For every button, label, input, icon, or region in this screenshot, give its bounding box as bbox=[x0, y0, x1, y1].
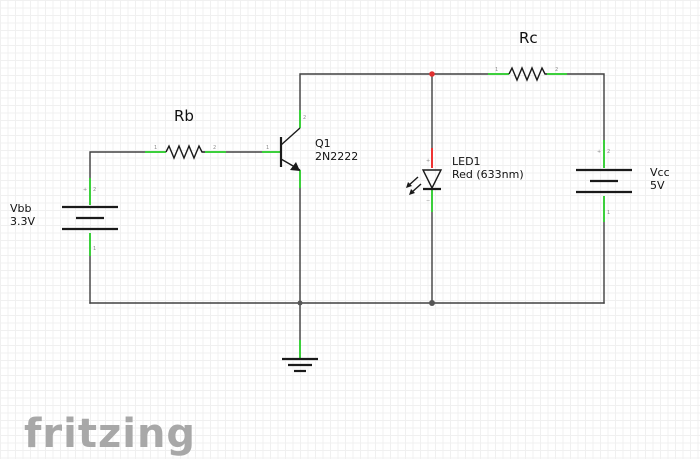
vcc-value-label: 5V bbox=[650, 179, 665, 192]
led1-part-label: Red (633nm) bbox=[452, 168, 524, 181]
fritzing-logo: fritzing bbox=[24, 411, 196, 457]
wire-collector-to-top-rail[interactable] bbox=[299, 73, 489, 111]
emitter-arrow-icon bbox=[290, 162, 300, 171]
junction-top-rail bbox=[429, 71, 435, 77]
rb-pin-1-number: 1 bbox=[154, 145, 157, 151]
resistor-rb[interactable]: 1 2 Rb bbox=[145, 107, 226, 160]
vbb-label: Vbb bbox=[10, 202, 32, 215]
junction-bottom-rail-led bbox=[429, 300, 435, 306]
resistor-rc[interactable]: 1 2 Rc bbox=[488, 29, 567, 82]
vcc-pin-1-number: 1 bbox=[607, 210, 610, 216]
q1-label: Q1 bbox=[315, 137, 331, 150]
light-emission-arrows-icon bbox=[406, 176, 422, 195]
transistor-q1[interactable]: 2 1 Q1 2N2222 bbox=[262, 110, 358, 188]
ground-symbol[interactable] bbox=[282, 340, 318, 373]
rb-label: Rb bbox=[174, 107, 194, 125]
vbb-plus-marker: + bbox=[83, 187, 87, 193]
wires bbox=[89, 73, 605, 341]
wire-rc-to-vcc[interactable] bbox=[566, 73, 605, 141]
rc-pin-1-number: 1 bbox=[495, 67, 498, 73]
vbb-pin-2-number: 2 bbox=[93, 187, 96, 193]
rb-pin-2-number: 2 bbox=[213, 145, 216, 151]
vbb-pin-1-number: 1 bbox=[93, 246, 96, 252]
battery-vcc[interactable]: + 2 1 Vcc 5V bbox=[576, 140, 670, 222]
vcc-pin-2-number: 2 bbox=[607, 149, 610, 155]
q1-base-pin-number: 1 bbox=[266, 145, 269, 151]
led-anode-marker: + bbox=[426, 158, 430, 164]
junction-bottom-rail-emitter bbox=[297, 300, 303, 306]
q1-part-label: 2N2222 bbox=[315, 150, 358, 163]
battery-vbb[interactable]: + 2 1 Vbb 3.3V bbox=[10, 178, 118, 256]
led1-label: LED1 bbox=[452, 155, 481, 168]
rc-pin-2-number: 2 bbox=[555, 67, 558, 73]
vcc-plus-marker: + bbox=[597, 149, 601, 155]
wire-vbb-to-rb[interactable] bbox=[89, 151, 146, 179]
led-led1[interactable]: + − LED1 Red (633nm) bbox=[406, 148, 524, 212]
rc-label: Rc bbox=[519, 29, 538, 47]
q1-collector-pin-number: 2 bbox=[303, 115, 306, 121]
vbb-value-label: 3.3V bbox=[10, 215, 35, 228]
vcc-label: Vcc bbox=[650, 166, 670, 179]
led-cathode-marker: − bbox=[426, 198, 430, 204]
